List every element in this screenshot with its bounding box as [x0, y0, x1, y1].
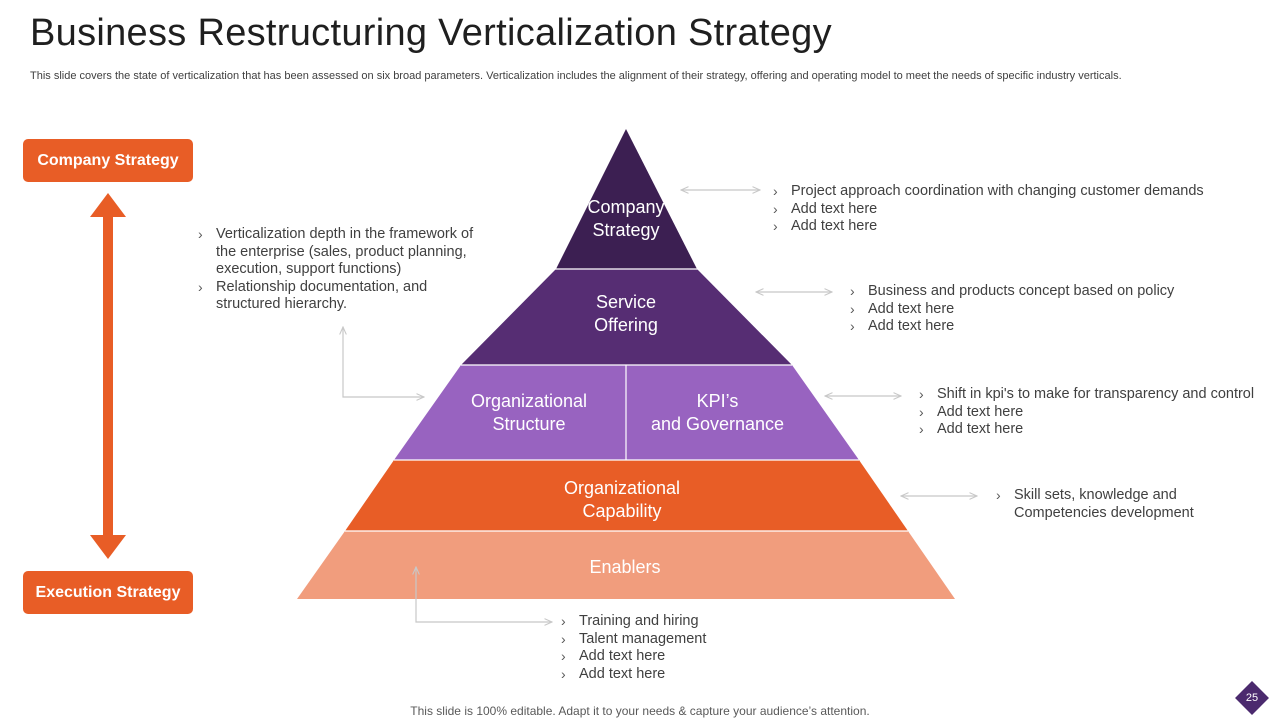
notes-org-capability: Skill sets, knowledge and Competencies d…: [996, 487, 1211, 522]
list-item: Add text here: [919, 404, 1274, 422]
list-item: Verticalization depth in the framework o…: [198, 226, 488, 279]
list-item: Add text here: [919, 421, 1274, 439]
pyramid-layer-company-strategy: [556, 129, 697, 269]
notes-service-offering: Business and products concept based on p…: [850, 283, 1250, 336]
list-item: Shift in kpi's to make for transparency …: [919, 386, 1274, 404]
list-item: Training and hiring: [561, 613, 821, 631]
company-strategy-box: Company Strategy: [23, 139, 193, 182]
list-item: Skill sets, knowledge and Competencies d…: [996, 487, 1211, 522]
pyramid-layer-org-capability: [345, 460, 908, 531]
page-subtitle: This slide covers the state of verticali…: [30, 70, 1122, 82]
connector-arrow-org-structure: [343, 327, 424, 397]
page-number-badge: 25: [1235, 681, 1269, 715]
list-item: Project approach coordination with chang…: [773, 183, 1253, 201]
list-item: Talent management: [561, 631, 821, 649]
pyramid-separators: [345, 268, 908, 532]
notes-kpis: Shift in kpi's to make for transparency …: [919, 386, 1274, 439]
notes-company-strategy: Project approach coordination with chang…: [773, 183, 1253, 236]
connector-arrow-enablers: [416, 567, 552, 622]
notes-left: Verticalization depth in the framework o…: [198, 226, 488, 314]
list-item: Business and products concept based on p…: [850, 283, 1250, 301]
page-title: Business Restructuring Verticalization S…: [30, 12, 832, 54]
list-item: Add text here: [561, 666, 821, 684]
notes-enablers: Training and hiring Talent management Ad…: [561, 613, 821, 683]
execution-strategy-box: Execution Strategy: [23, 571, 193, 614]
list-item: Add text here: [561, 648, 821, 666]
list-item: Relationship documentation, and structur…: [198, 279, 488, 314]
list-item: Add text here: [850, 301, 1250, 319]
list-item: Add text here: [773, 218, 1253, 236]
page-number: 25: [1245, 692, 1259, 704]
label-enablers: Enablers: [589, 557, 661, 577]
footer-note: This slide is 100% editable. Adapt it to…: [410, 704, 870, 718]
list-item: Add text here: [850, 318, 1250, 336]
list-item: Add text here: [773, 201, 1253, 219]
vertical-double-arrow: [90, 193, 126, 559]
pyramid-layer-service-offering: [461, 269, 792, 365]
